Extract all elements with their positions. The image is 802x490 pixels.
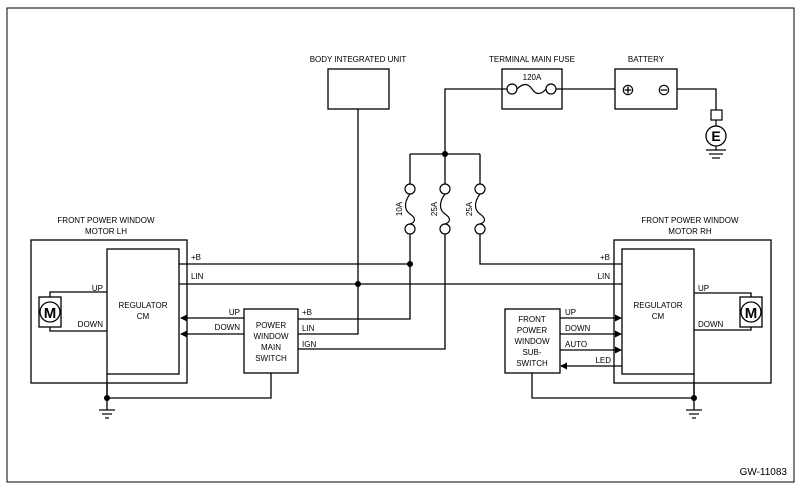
- diagram-id: GW-11083: [740, 467, 788, 478]
- fuse-25a-rh-symbol: [474, 183, 486, 235]
- ground-lh-icon: [99, 373, 272, 419]
- lh-lin-label: LIN: [191, 272, 204, 281]
- main-fuse-symbol: [506, 83, 557, 95]
- fuse-25a-rh-label: 25A: [465, 201, 474, 216]
- main-switch-label-3: MAIN: [261, 343, 281, 352]
- ground-e-icon: [677, 88, 727, 159]
- sub-switch-label-3: WINDOW: [514, 337, 550, 346]
- motor-lh-m-letter: M: [44, 305, 57, 322]
- main-switch-label-2: WINDOW: [253, 332, 289, 341]
- main-switch-label-1: POWER: [256, 321, 286, 330]
- fuse-10a-symbol: [404, 183, 416, 235]
- motor-rh-down-label: DOWN: [698, 320, 724, 329]
- motor-lh-label-line1: FRONT POWER WINDOW: [57, 216, 155, 225]
- main-switch-b-label: +B: [302, 308, 312, 317]
- battery-label: BATTERY: [628, 55, 665, 64]
- motor-lh-label-line2: MOTOR LH: [85, 227, 127, 236]
- main-switch-ign-label: IGN: [302, 340, 316, 349]
- sub-switch-led-label: LED: [595, 356, 611, 365]
- rh-lin-label: LIN: [598, 272, 611, 281]
- main-switch-label-4: SWITCH: [255, 354, 287, 363]
- junction-lin: [355, 281, 361, 287]
- battery-box: [614, 68, 678, 110]
- wire-rh-b: [479, 234, 622, 265]
- main-switch-lin-label: LIN: [302, 324, 315, 333]
- battery-minus-icon: ⊖: [657, 82, 670, 99]
- sub-switch-auto-label: AUTO: [565, 340, 587, 349]
- main-switch-up-label: UP: [229, 308, 240, 317]
- wire-main-fuse-feed: [444, 88, 507, 154]
- motor-lh-icon: [38, 296, 62, 328]
- motor-rh-label-line1: FRONT POWER WINDOW: [641, 216, 739, 225]
- ground-e-letter: E: [711, 128, 720, 144]
- terminal-main-fuse-label: TERMINAL MAIN FUSE: [489, 55, 575, 64]
- main-switch-down-label: DOWN: [215, 323, 241, 332]
- motor-lh-up-label: UP: [92, 284, 103, 293]
- regulator-rh-label-line2: CM: [652, 312, 665, 321]
- sub-switch-label-4: SUB-: [522, 348, 541, 357]
- motor-rh-label-line2: MOTOR RH: [668, 227, 712, 236]
- sub-switch-down-label: DOWN: [565, 324, 591, 333]
- main-fuse-rating: 120A: [523, 73, 542, 82]
- wire-main-switch-lin: [298, 109, 359, 335]
- ground-rh-icon: [531, 373, 702, 419]
- regulator-lh-box: [106, 248, 180, 375]
- main-switch-box: [243, 308, 299, 374]
- fuse-10a-label: 10A: [395, 201, 404, 216]
- rh-b-label: +B: [600, 253, 610, 262]
- fuse-25a-ign-symbol: [439, 183, 451, 235]
- wire-main-switch-ign: [298, 234, 446, 350]
- junction-lh-b: [407, 261, 413, 267]
- sub-switch-label-2: POWER: [517, 326, 547, 335]
- regulator-rh-box: [621, 248, 695, 375]
- sub-switch-up-label: UP: [565, 308, 576, 317]
- sub-switch-label-1: FRONT: [518, 315, 546, 324]
- motor-rh-icon: [739, 296, 763, 328]
- lh-b-label: +B: [191, 253, 201, 262]
- regulator-lh-label-line1: REGULATOR: [118, 301, 167, 310]
- diagram-frame: [6, 7, 795, 483]
- body-integrated-unit-box: [327, 68, 390, 110]
- regulator-lh-label-line2: CM: [137, 312, 150, 321]
- battery-plus-icon: ⊕: [621, 82, 634, 99]
- motor-lh-down-label: DOWN: [78, 320, 104, 329]
- regulator-rh-label-line1: REGULATOR: [633, 301, 682, 310]
- wire-main-switch-b: [298, 234, 411, 320]
- motor-rh-up-label: UP: [698, 284, 709, 293]
- body-integrated-unit-label: BODY INTEGRATED UNIT: [310, 55, 407, 64]
- fuse-25a-ign-label: 25A: [430, 201, 439, 216]
- sub-switch-label-5: SWITCH: [516, 359, 548, 368]
- motor-rh-m-letter: M: [745, 305, 758, 322]
